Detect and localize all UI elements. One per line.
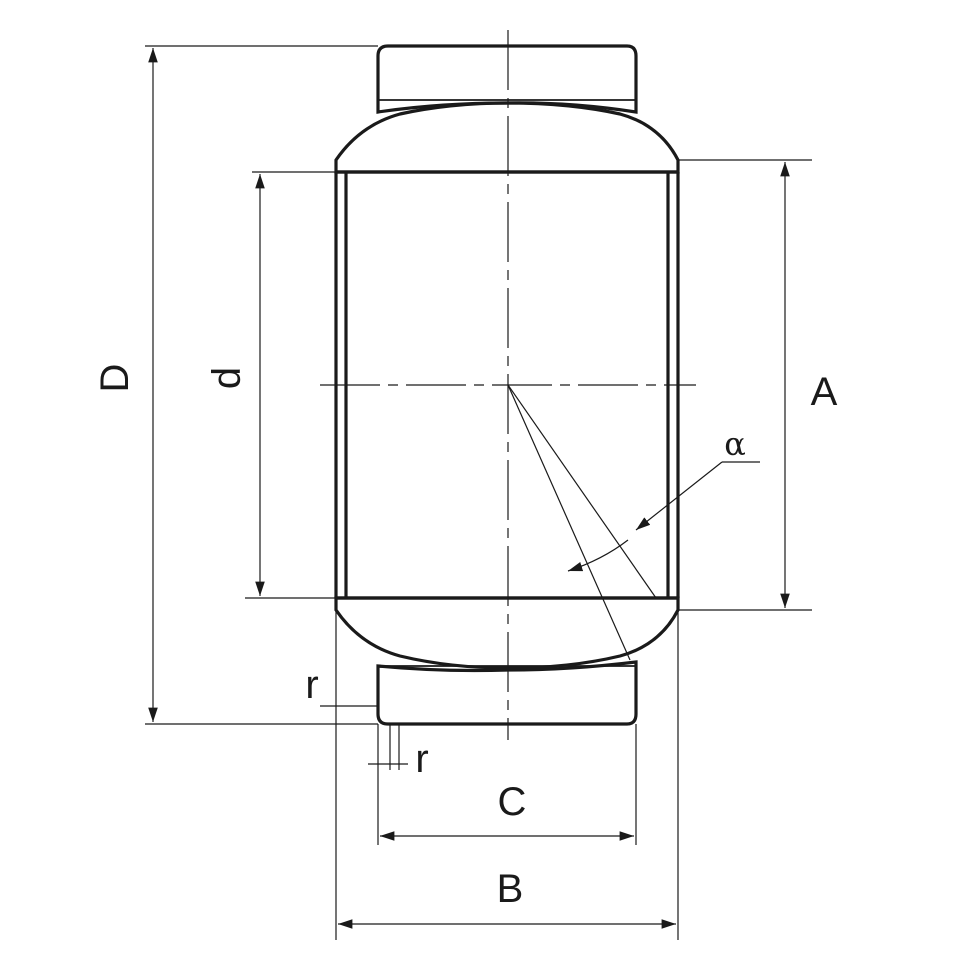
label-b: B <box>497 867 524 911</box>
inner-ring-bottom-section <box>334 596 680 670</box>
label-r-inner: r <box>415 737 428 781</box>
dimension-outer-diameter <box>145 45 378 725</box>
label-alpha: α <box>724 425 746 463</box>
inner-ring-top-section <box>334 101 680 174</box>
outer-ring-bottom-section <box>376 660 638 726</box>
dimension-chamfer-r-inner <box>368 724 408 770</box>
dimension-a <box>678 159 812 611</box>
dimension-outer-ring-width <box>377 724 637 845</box>
tilt-angle-construction <box>507 384 760 661</box>
label-c: C <box>498 780 527 824</box>
label-a: A <box>811 370 838 414</box>
label-d-outer: D <box>93 364 137 393</box>
dimension-bore-diameter <box>245 171 336 599</box>
label-d-bore: d <box>205 367 249 389</box>
dimension-inner-ring-width <box>335 610 679 940</box>
label-r-outer: r <box>305 663 318 707</box>
